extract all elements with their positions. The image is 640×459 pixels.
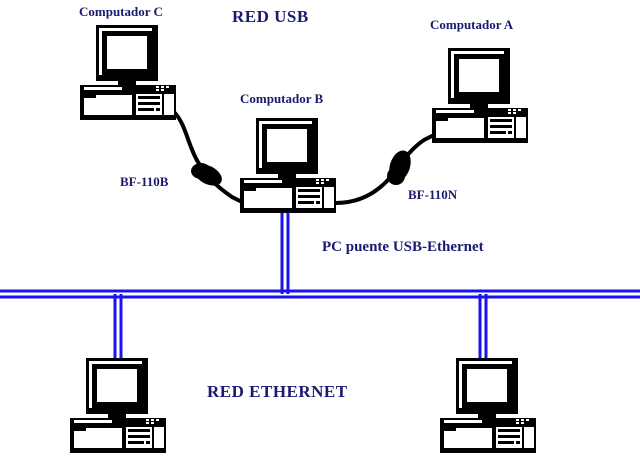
label-computador-b: Computador B: [240, 91, 324, 106]
computer-computador-a[interactable]: [432, 48, 528, 143]
label-bf-110b: BF-110B: [120, 174, 169, 189]
label-bf-110n: BF-110N: [408, 187, 458, 202]
usb-adapter-bf-110b: [191, 163, 222, 186]
bus-drop-bridge: [280, 213, 290, 294]
label-computador-c: Computador C: [79, 4, 163, 19]
bus-drop-right-pc: [478, 294, 488, 362]
computer-computador-b[interactable]: [240, 118, 336, 213]
label-red-ethernet: RED ETHERNET: [207, 382, 348, 401]
ethernet-bus: [0, 213, 640, 362]
computer-ethernet-pc-right[interactable]: [440, 358, 536, 453]
label-pc-puente-usb-ethernet: PC puente USB-Ethernet: [322, 239, 484, 255]
bus-drop-left-pc: [113, 294, 123, 362]
computer-computador-c[interactable]: [80, 25, 176, 120]
label-red-usb: RED USB: [232, 7, 309, 26]
usb-cable-c-to-b: [172, 110, 242, 203]
usb-adapter-bf-110n: [387, 150, 411, 185]
usb-cable-b-to-a: [334, 134, 434, 205]
label-computador-a: Computador A: [430, 17, 514, 32]
computer-ethernet-pc-left[interactable]: [70, 358, 166, 453]
